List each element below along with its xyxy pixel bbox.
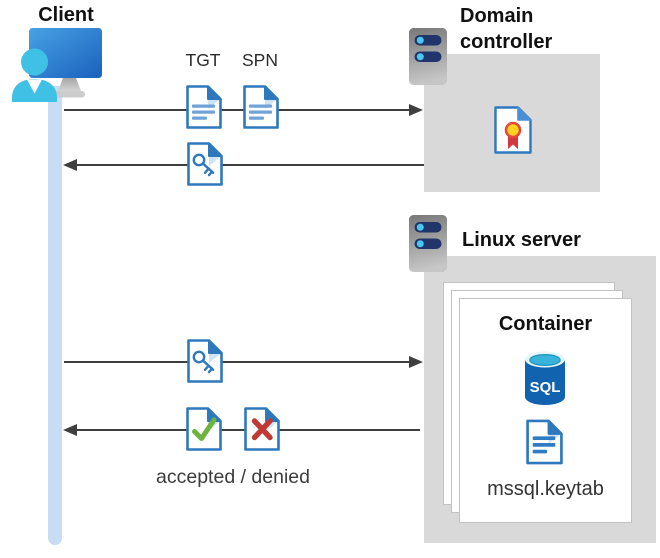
arrow-client-to-container-head <box>409 355 423 368</box>
arrow-client-to-container-line <box>64 361 411 363</box>
arrow-client-to-dc-head <box>409 103 423 116</box>
accepted-denied-label: accepted / denied <box>156 466 310 488</box>
tgt-document-icon <box>185 84 223 130</box>
mssql-keytab-label: mssql.keytab <box>487 478 604 500</box>
client-user-monitor-icon <box>6 26 106 102</box>
linux-server-label: Linux server <box>462 229 581 251</box>
ticket-key-document-icon <box>186 141 224 187</box>
sql-database-icon <box>522 350 568 408</box>
arrow-container-to-client-head <box>63 423 77 436</box>
arrow-client-to-dc-line <box>64 109 411 111</box>
container-page-front <box>459 298 632 523</box>
domain-controller-label: Domain controller <box>460 5 553 53</box>
arrow-dc-to-client-head <box>63 158 77 171</box>
spn-document-icon <box>242 84 280 130</box>
keytab-document-icon <box>525 418 564 466</box>
domain-controller-server-icon <box>408 27 448 86</box>
arrow-dc-to-client-line <box>76 164 424 166</box>
key-document-icon <box>186 338 224 384</box>
accepted-document-icon <box>185 406 223 452</box>
client-lifeline <box>48 86 62 545</box>
linux-server-icon <box>408 214 448 273</box>
denied-document-icon <box>243 406 281 452</box>
container-label: Container <box>498 313 593 335</box>
spn-label: SPN <box>242 50 278 70</box>
client-label: Client <box>38 4 94 26</box>
tgt-label: TGT <box>185 50 221 70</box>
certificate-icon <box>493 105 533 155</box>
